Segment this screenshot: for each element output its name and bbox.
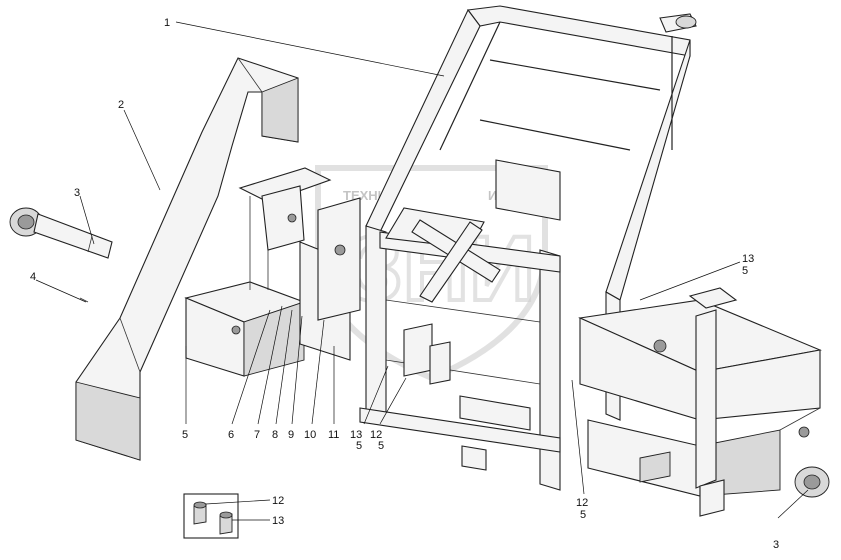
callout-5-center-b: 5 [378, 440, 384, 452]
callout-1: 1 [164, 17, 170, 29]
callout-5-right: 5 [742, 265, 748, 277]
leader-lines [35, 21, 809, 521]
callout-3-right: 3 [773, 539, 779, 551]
callout-13-right: 13 [742, 253, 754, 265]
callout-10: 10 [304, 429, 316, 441]
callout-5-bottom: 5 [580, 509, 586, 521]
callout-5-left: 5 [182, 429, 188, 441]
callout-5-center-a: 5 [356, 440, 362, 452]
coupling-part-3-right [794, 466, 830, 498]
callout-12-inset: 12 [272, 495, 284, 507]
callout-3-left: 3 [74, 187, 80, 199]
fairing-part-2 [75, 57, 299, 461]
callout-9: 9 [288, 429, 294, 441]
right-frame-rails [578, 287, 822, 517]
callout-7: 7 [254, 429, 260, 441]
small-part-4 [79, 297, 89, 303]
fastener-inset [183, 493, 239, 539]
callout-6: 6 [228, 429, 234, 441]
cab-frame-part-1 [359, 5, 697, 491]
coupling-part-3-left [9, 207, 113, 259]
callout-2: 2 [118, 99, 124, 111]
callout-12-bottom: 12 [576, 497, 588, 509]
callout-13-center: 13 [350, 429, 362, 441]
lower-center-block [461, 445, 487, 471]
left-frame-rails [184, 167, 361, 377]
callouts: 1 2 3 3 4 5 6 7 8 9 10 11 13 5 12 5 13 5… [30, 17, 779, 551]
callout-11: 11 [328, 429, 339, 441]
callout-4: 4 [30, 271, 36, 283]
callout-12-center: 12 [370, 429, 382, 441]
callout-8: 8 [272, 429, 278, 441]
callout-13-inset: 13 [272, 515, 284, 527]
